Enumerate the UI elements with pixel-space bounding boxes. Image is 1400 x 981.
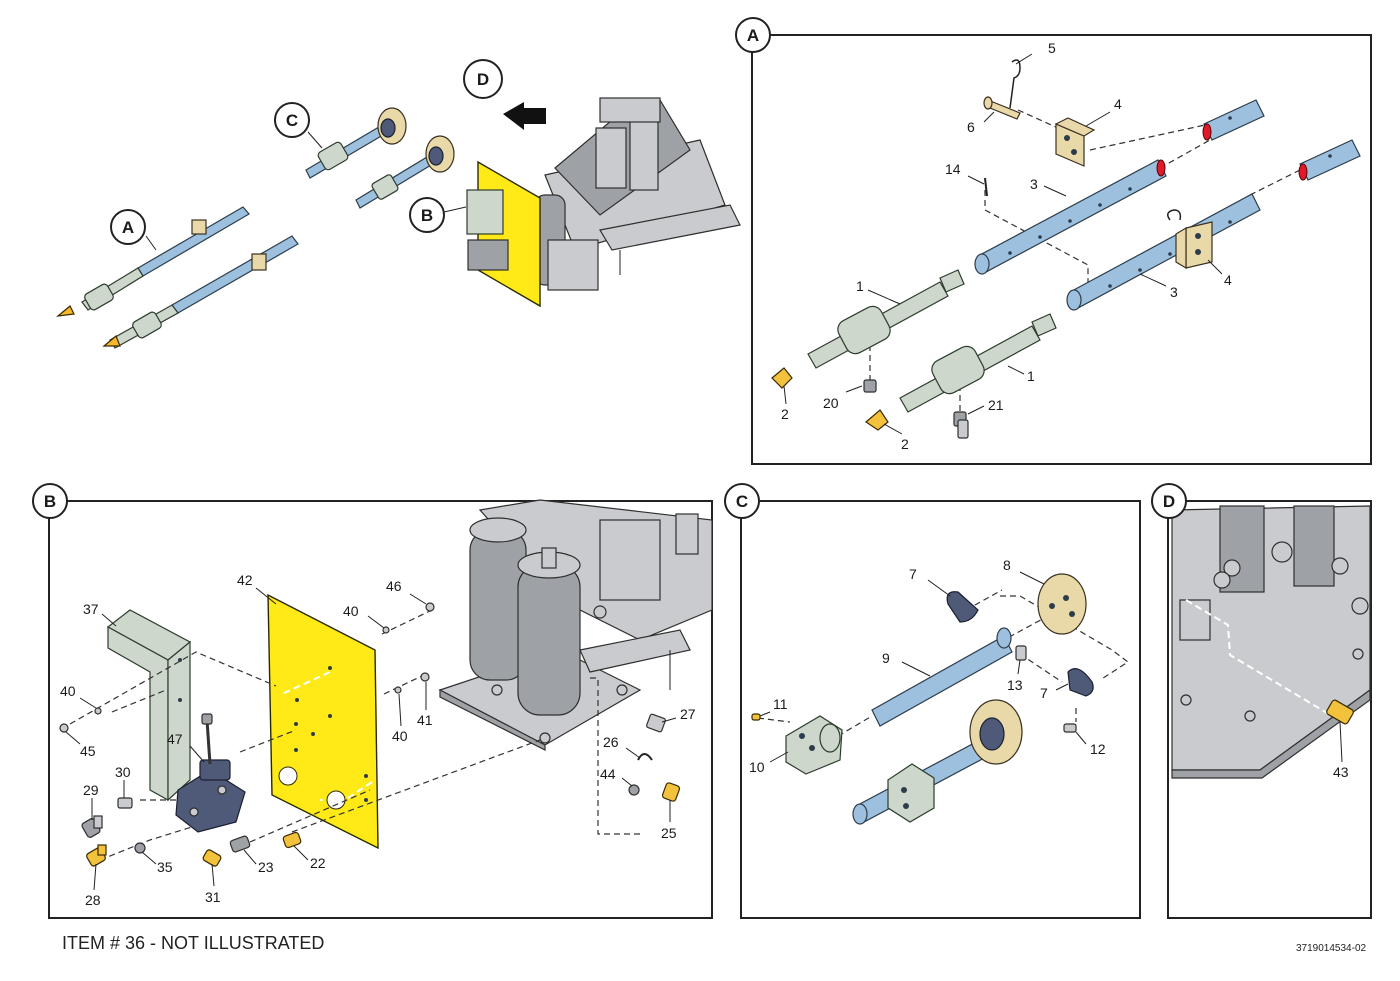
overview-callout-c: C xyxy=(274,102,323,149)
part-number-label: 23 xyxy=(258,859,274,875)
part-number-label: 46 xyxy=(386,578,402,594)
part-number-label: 11 xyxy=(773,696,788,712)
part-number-label: 45 xyxy=(80,743,96,759)
overview-machine xyxy=(534,97,741,291)
part-number-label: 27 xyxy=(680,706,696,722)
panel-b-mounting-plate xyxy=(267,593,379,850)
part-number-label: 44 xyxy=(600,766,616,782)
part-number-label: 42 xyxy=(237,572,253,588)
not-illustrated-note: ITEM # 36 - NOT ILLUSTRATED xyxy=(62,933,325,953)
part-number-label: 1 xyxy=(856,278,864,294)
part-number-label: 14 xyxy=(945,161,961,177)
part-number-label: 41 xyxy=(417,712,433,728)
part-number-label: 3 xyxy=(1030,176,1038,192)
callout-letter: C xyxy=(736,492,748,511)
callout-letter: A xyxy=(747,26,759,45)
panel-c: C xyxy=(724,483,1141,919)
part-number-label: 20 xyxy=(823,395,839,411)
part-number-label: 40 xyxy=(343,603,359,619)
overview-callout-a: A xyxy=(110,209,157,251)
part-number-label: 5 xyxy=(1048,40,1056,56)
part-number-label: 13 xyxy=(1007,677,1023,693)
panel-d: 43 D xyxy=(1151,483,1372,919)
part-number-label: 3 xyxy=(1170,284,1178,300)
panel-a: A xyxy=(735,17,1372,465)
part-number-label: 30 xyxy=(115,764,131,780)
part-number-label: 40 xyxy=(392,728,408,744)
part-number-label: 47 xyxy=(167,731,183,747)
document-id: 3719014534-02 xyxy=(1296,943,1367,954)
overview-valve-cover xyxy=(466,189,504,235)
callout-letter: D xyxy=(477,70,489,89)
part-number-label: 4 xyxy=(1114,96,1122,112)
part-number-label: 37 xyxy=(83,601,99,617)
part-number-label: 2 xyxy=(781,406,789,422)
part-number-label: 8 xyxy=(1003,557,1011,573)
callout-letter: C xyxy=(286,111,298,130)
callout-letter: B xyxy=(44,492,56,511)
part-number-label: 7 xyxy=(909,566,917,582)
panel-b: B xyxy=(32,483,713,919)
overview-view-arrow xyxy=(503,102,546,130)
part-number-label: 35 xyxy=(157,859,173,875)
part-number-label: 7 xyxy=(1040,685,1048,701)
callout-letter: B xyxy=(421,206,433,225)
part-number-label: 10 xyxy=(749,759,765,775)
part-number-label: 9 xyxy=(882,650,890,666)
part-number-label: 1 xyxy=(1027,368,1035,384)
overview-assembly xyxy=(56,97,741,349)
overview-control-valve xyxy=(467,239,509,271)
callout-letter: D xyxy=(1163,492,1175,511)
part-number-label: 22 xyxy=(310,855,326,871)
overview-shaft-group-c xyxy=(305,107,455,209)
overview-callout-d: D xyxy=(463,59,503,99)
part-number-label: 4 xyxy=(1224,272,1232,288)
part-number-label: 43 xyxy=(1333,764,1349,780)
part-number-label: 40 xyxy=(60,683,76,699)
part-number-label: 29 xyxy=(83,782,99,798)
overview-shaft-group-a xyxy=(56,206,299,349)
part-number-label: 31 xyxy=(205,889,221,905)
panel-b-machine xyxy=(438,499,713,751)
overview-callout-b: B xyxy=(409,197,467,233)
part-number-label: 2 xyxy=(901,436,909,452)
callout-letter: A xyxy=(122,218,134,237)
part-number-label: 26 xyxy=(603,734,619,750)
part-number-label: 25 xyxy=(661,825,677,841)
part-number-label: 28 xyxy=(85,892,101,908)
part-number-label: 12 xyxy=(1090,741,1106,757)
part-number-label: 21 xyxy=(988,397,1004,413)
part-number-label: 6 xyxy=(967,119,975,135)
